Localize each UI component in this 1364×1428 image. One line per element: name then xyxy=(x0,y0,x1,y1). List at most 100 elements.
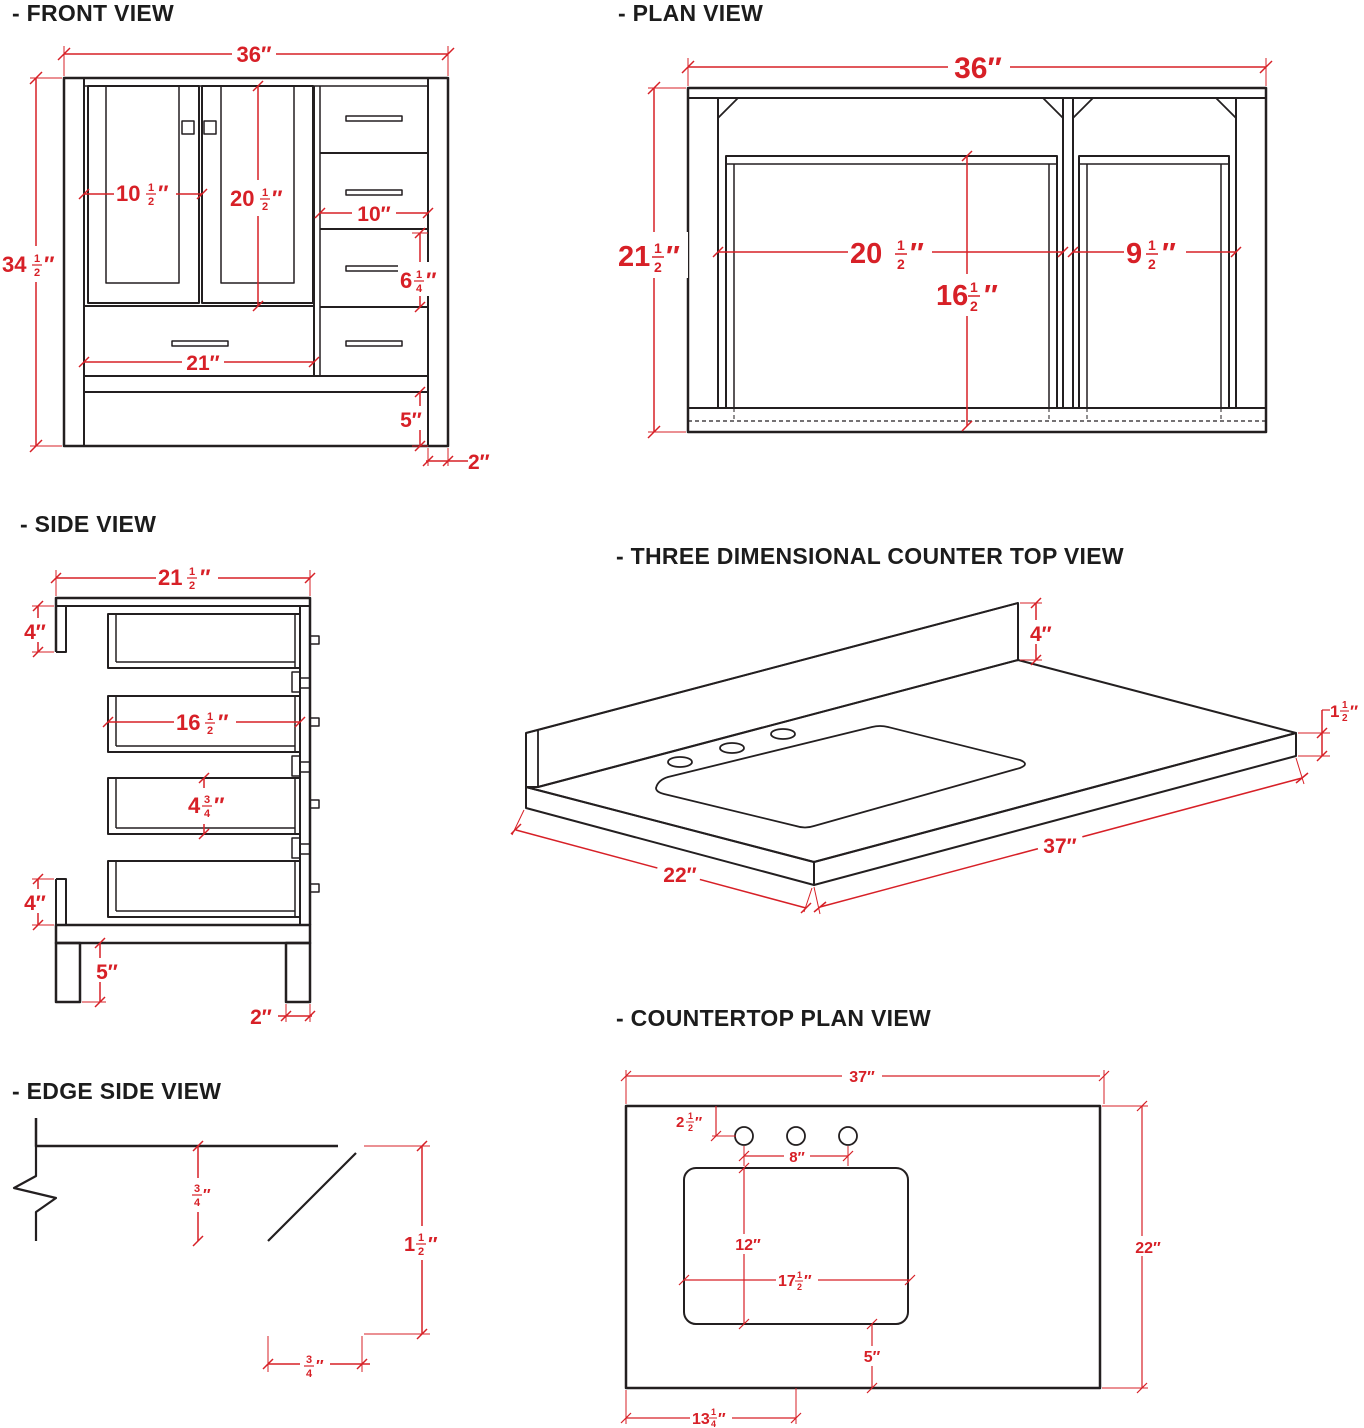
front-drawer-height-label: 6 1 4 ″ xyxy=(400,268,437,295)
svg-text:2: 2 xyxy=(970,298,978,314)
svg-text:3: 3 xyxy=(306,1354,312,1366)
svg-text:4: 4 xyxy=(711,1419,716,1428)
svg-text:″: ″ xyxy=(200,565,211,590)
heading-countertop-plan-view: - COUNTERTOP PLAN VIEW xyxy=(616,1005,931,1031)
side-leg-width-label: 2″ xyxy=(250,1006,272,1029)
svg-text:1: 1 xyxy=(711,1407,716,1417)
plan-left-width-label: 20 1 2 ″ xyxy=(850,237,924,272)
ctplan-drawing xyxy=(624,1104,1102,1390)
svg-text:″: ″ xyxy=(718,1411,726,1428)
svg-text:1: 1 xyxy=(897,237,905,253)
plan-right-width-label: 9 1 2 ″ xyxy=(1126,237,1176,272)
svg-text:1: 1 xyxy=(797,1270,802,1280)
svg-text:1: 1 xyxy=(688,1111,693,1121)
svg-text:16: 16 xyxy=(176,710,200,735)
svg-text:9: 9 xyxy=(1126,238,1142,270)
front-height-label: 34 1 2 ″ xyxy=(2,252,55,279)
svg-text:2: 2 xyxy=(688,1123,693,1133)
side-drawer-depth-label: 16 1 2 ″ xyxy=(176,710,229,737)
svg-text:2: 2 xyxy=(1148,256,1156,272)
svg-text:1: 1 xyxy=(148,182,154,194)
svg-text:3: 3 xyxy=(204,794,210,806)
threed-countertop-dimensions: 4″ 1 1 2 ″ 37″ 22″ xyxy=(510,597,1358,915)
side-top-rail-label: 4″ xyxy=(24,621,46,644)
svg-text:2: 2 xyxy=(262,201,268,213)
svg-text:2: 2 xyxy=(34,267,40,279)
side-drawer-height-label: 4 3 4 ″ xyxy=(188,793,225,820)
threed-length-label: 37″ xyxy=(1043,835,1076,858)
svg-text:20: 20 xyxy=(230,186,254,211)
svg-text:″: ″ xyxy=(695,1114,702,1131)
svg-text:1: 1 xyxy=(416,269,422,281)
svg-text:2: 2 xyxy=(148,196,154,208)
svg-text:21: 21 xyxy=(618,241,650,273)
threed-thickness-label: 1 1 2 ″ xyxy=(1330,700,1358,724)
svg-text:″: ″ xyxy=(804,1273,812,1290)
front-leg-height-label: 5″ xyxy=(400,409,422,432)
svg-text:″: ″ xyxy=(426,268,437,293)
ctplan-sink-width-label: 17 1 2 ″ xyxy=(778,1270,812,1292)
ctplan-sink-depth-label: 12″ xyxy=(735,1237,761,1254)
svg-text:4: 4 xyxy=(188,793,201,818)
svg-text:6: 6 xyxy=(400,268,412,293)
svg-text:34: 34 xyxy=(2,252,27,277)
svg-text:″: ″ xyxy=(984,280,998,312)
svg-text:1: 1 xyxy=(1330,702,1339,721)
svg-text:″: ″ xyxy=(203,1187,211,1204)
threed-backsplash-label: 4″ xyxy=(1030,623,1052,646)
side-view-dimensions: 21 1 2 ″ 4″ 16 1 2 ″ 4 xyxy=(18,560,316,1029)
ctplan-hole-offset-label: 2 1 2 ″ xyxy=(676,1111,702,1133)
svg-text:″: ″ xyxy=(1162,238,1176,270)
edge-lip-label: 3 4 ″ xyxy=(304,1354,324,1380)
front-door-width-label: 10 1 2 ″ xyxy=(116,181,169,208)
ctplan-hole-spacing-label: 8″ xyxy=(789,1149,805,1166)
svg-text:2: 2 xyxy=(897,256,905,272)
svg-text:1: 1 xyxy=(262,187,268,199)
svg-text:1: 1 xyxy=(404,1234,415,1256)
svg-text:″: ″ xyxy=(158,181,169,206)
svg-text:1: 1 xyxy=(970,279,978,295)
svg-text:1: 1 xyxy=(1148,237,1156,253)
svg-text:1: 1 xyxy=(34,253,40,265)
svg-text:2: 2 xyxy=(189,580,195,592)
svg-text:2: 2 xyxy=(797,1282,802,1292)
front-leg-width-label: 2″ xyxy=(468,451,490,474)
front-view-dimensions: 36″ 34 1 2 ″ 10 1 2 ″ xyxy=(2,40,490,474)
svg-text:2: 2 xyxy=(418,1246,424,1258)
svg-text:1: 1 xyxy=(189,566,195,578)
threed-depth-label: 22″ xyxy=(663,864,696,887)
svg-text:2: 2 xyxy=(654,259,662,275)
edge-thickness-label: 3 4 ″ xyxy=(192,1183,211,1209)
svg-text:″: ″ xyxy=(218,710,229,735)
svg-text:2: 2 xyxy=(1342,713,1348,724)
svg-text:4: 4 xyxy=(204,808,211,820)
ctplan-length-label: 37″ xyxy=(849,1069,875,1086)
plan-view-dimensions: 36″ 21 1 2 ″ 20 1 2 ″ xyxy=(616,50,1273,439)
svg-text:4: 4 xyxy=(416,283,423,295)
heading-plan-view: - PLAN VIEW xyxy=(618,0,763,26)
svg-text:4: 4 xyxy=(306,1368,313,1380)
ctplan-dimensions: 37″ 22″ 2 1 2 ″ 8″ 12″ xyxy=(620,1066,1166,1428)
threed-countertop-drawing xyxy=(525,602,1297,886)
svg-text:1: 1 xyxy=(207,711,213,723)
svg-text:″: ″ xyxy=(214,793,225,818)
svg-text:″: ″ xyxy=(428,1234,438,1256)
svg-text:4: 4 xyxy=(194,1197,201,1209)
front-width-label: 36″ xyxy=(236,42,271,67)
svg-text:21: 21 xyxy=(158,565,182,590)
svg-text:1: 1 xyxy=(654,240,662,256)
edge-total-thickness-label: 1 1 2 ″ xyxy=(404,1232,438,1258)
svg-text:2: 2 xyxy=(676,1114,684,1131)
ctplan-front-gap-label: 5″ xyxy=(864,1349,881,1366)
heading-side-view: - SIDE VIEW xyxy=(20,511,156,537)
ctplan-depth-label: 22″ xyxy=(1135,1240,1161,1257)
svg-text:20: 20 xyxy=(850,238,882,270)
svg-text:1: 1 xyxy=(1342,700,1348,711)
plan-depth-label: 21 1 2 ″ xyxy=(618,240,680,275)
side-depth-label: 21 1 2 ″ xyxy=(158,565,211,592)
svg-text:16: 16 xyxy=(936,280,968,312)
svg-text:3: 3 xyxy=(194,1183,200,1195)
svg-text:2: 2 xyxy=(207,725,213,737)
front-bottom-drawer-width-label: 21″ xyxy=(186,352,219,375)
